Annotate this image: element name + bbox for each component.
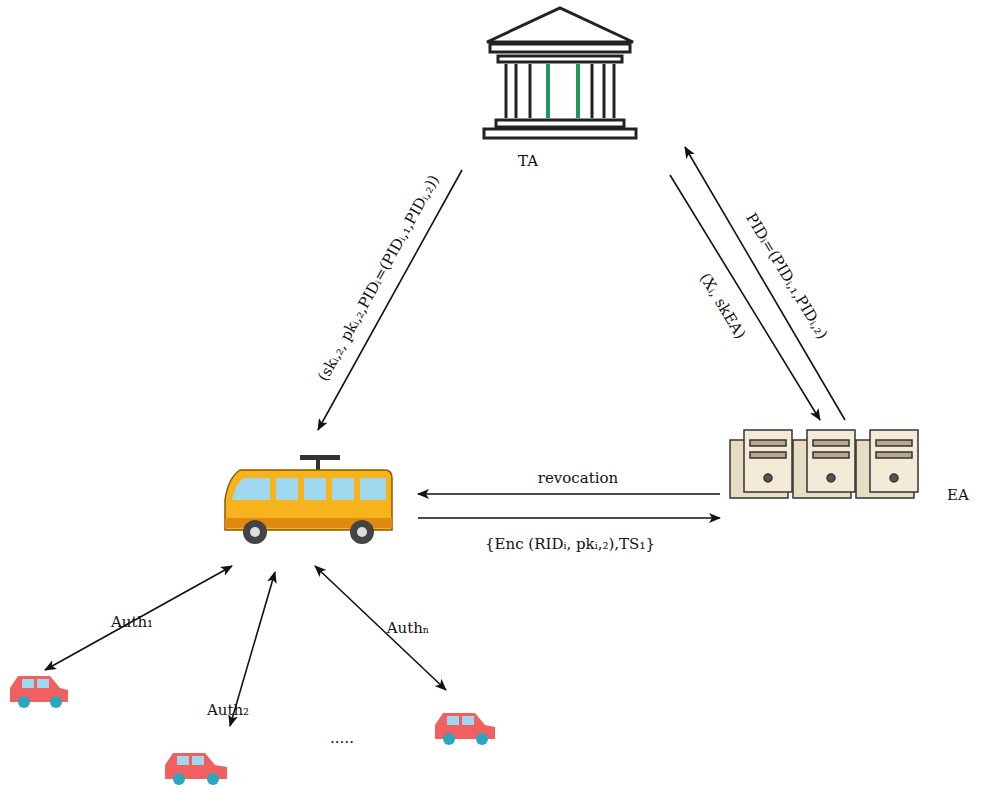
connector-arrow — [685, 147, 845, 420]
edge-label: (Xᵢ, skEA) — [696, 269, 749, 341]
arrow-label: Auth₁ — [111, 613, 153, 631]
entity-node: TA — [470, 0, 685, 175]
node-label: EA — [947, 486, 969, 504]
arrow-label: Auth₂ — [207, 701, 249, 719]
node-label: TA — [518, 152, 538, 170]
building-icon — [484, 8, 636, 138]
arrow-label: ..... — [330, 729, 354, 747]
server-icons — [730, 430, 918, 498]
entity-node: EA — [725, 420, 987, 506]
arrow-label: {Enc (RIDᵢ, pkᵢ,₂),TS₁} — [485, 535, 655, 553]
bus-icon — [225, 455, 392, 544]
arrow-label: revocation — [538, 469, 618, 487]
car-icons — [10, 676, 495, 785]
arrows — [45, 170, 720, 726]
arrow-label: Authₙ — [387, 619, 430, 637]
arrow-label: (skᵢ,₂, pkᵢ,₂,PIDᵢ=(PIDᵢ,₁,PIDᵢ,₂)) — [314, 172, 443, 384]
